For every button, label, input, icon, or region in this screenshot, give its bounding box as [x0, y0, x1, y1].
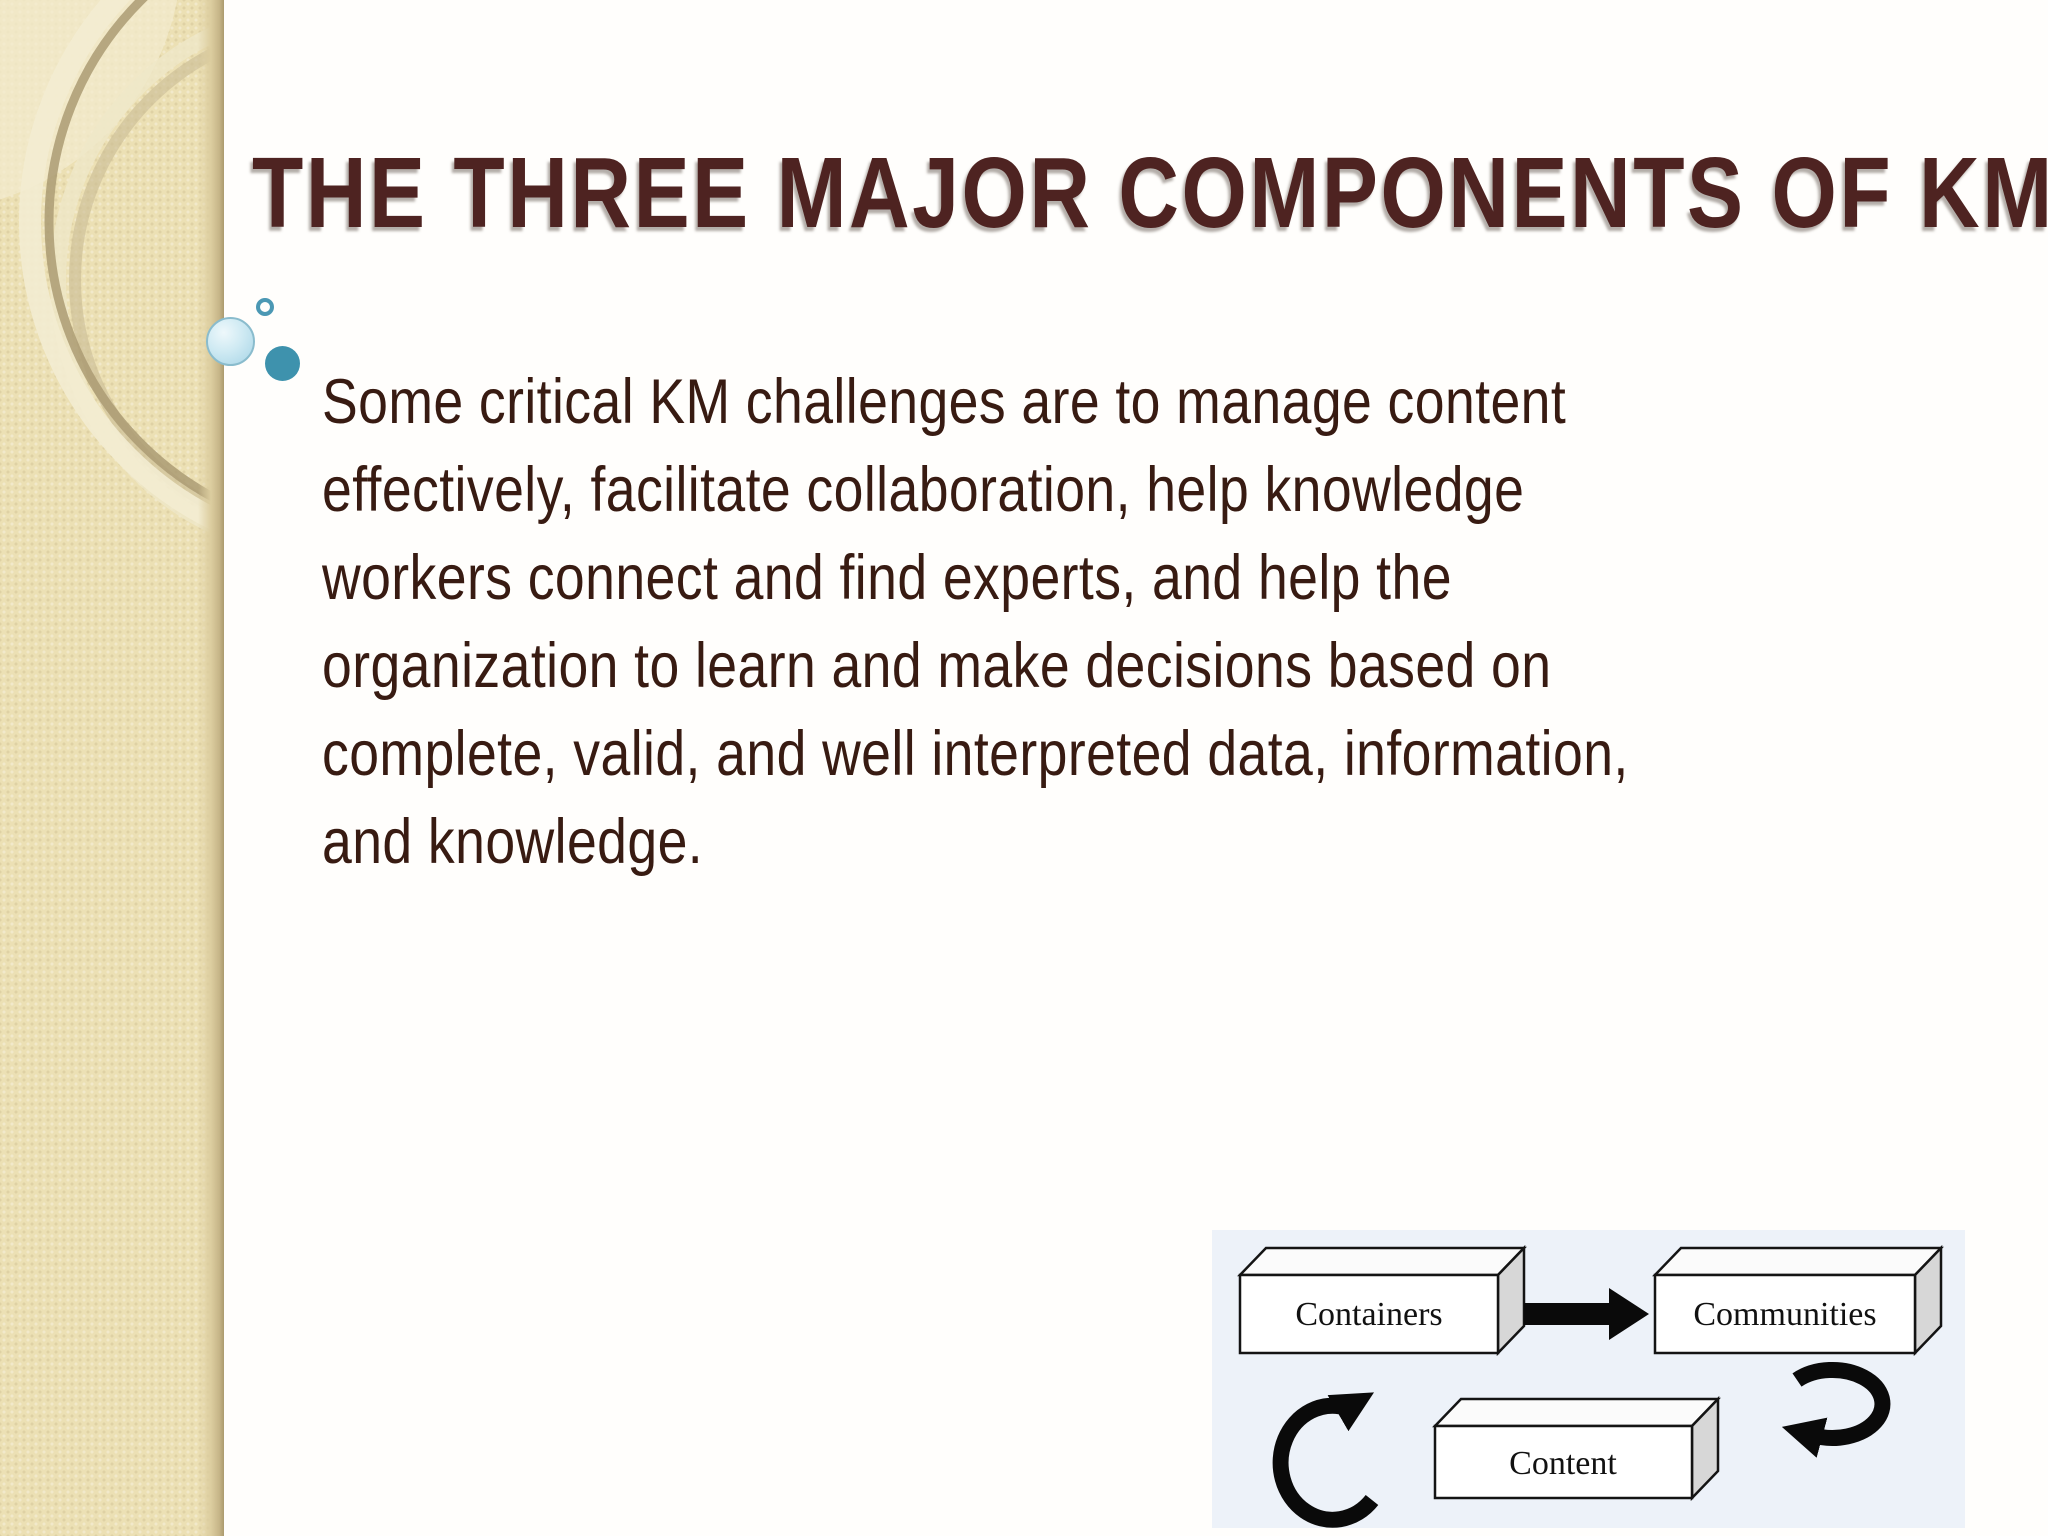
- bubble-large-decoration-icon: [206, 317, 255, 366]
- communities-box-front-face: [1653, 1273, 1917, 1355]
- diagram-box-content: Content: [1432, 1395, 1721, 1502]
- sidebar-edge-shadow: [198, 0, 224, 1536]
- bullet-text-line: organization to learn and make decisions…: [322, 631, 1552, 701]
- communities-to-content-cycle-arrow-icon: [1781, 1361, 1891, 1458]
- containers-box-label: Containers: [1295, 1296, 1442, 1333]
- slide-title: THE THREE MAJOR COMPONENTS OF KM: [252, 137, 2048, 249]
- sidebar-decoration: [0, 0, 224, 1536]
- content-box-front-face: [1433, 1424, 1694, 1500]
- bullet-text-line: Some critical KM challenges are to manag…: [322, 367, 1567, 437]
- diagram-box-containers: Containers: [1237, 1244, 1527, 1357]
- content-to-containers-cycle-arrow-icon: [1272, 1392, 1379, 1528]
- bullet-text-line: workers connect and find experts, and he…: [322, 543, 1452, 613]
- sidebar-circles-art: [0, 0, 224, 540]
- bullet-text-line: and knowledge.: [322, 807, 704, 877]
- km-components-diagram: Containers Communities Content: [1212, 1230, 1965, 1528]
- diagram-box-communities: Communities: [1652, 1244, 1944, 1357]
- containers-to-communities-arrow-icon: [1524, 1288, 1649, 1340]
- list-bullet-icon: [265, 346, 300, 381]
- content-box-label: Content: [1509, 1445, 1617, 1482]
- sidebar-ring-outer-tan: [44, 0, 224, 508]
- bullet-paragraph: Some critical KM challenges are to manag…: [322, 358, 1629, 886]
- containers-box-front-face: [1238, 1273, 1500, 1355]
- sidebar-ring-inner-tan: [69, 41, 224, 519]
- communities-box-label: Communities: [1693, 1296, 1876, 1333]
- sidebar-ring-outer-cream: [19, 0, 224, 536]
- content-box-top-face: [1432, 1397, 1721, 1428]
- bullet-text-line: effectively, facilitate collaboration, h…: [322, 455, 1525, 525]
- containers-box-top-face: [1237, 1246, 1527, 1277]
- communities-box-top-face: [1652, 1246, 1944, 1277]
- bubble-ring-decoration-icon: [256, 298, 274, 316]
- bullet-text-line: complete, valid, and well interpreted da…: [322, 719, 1629, 789]
